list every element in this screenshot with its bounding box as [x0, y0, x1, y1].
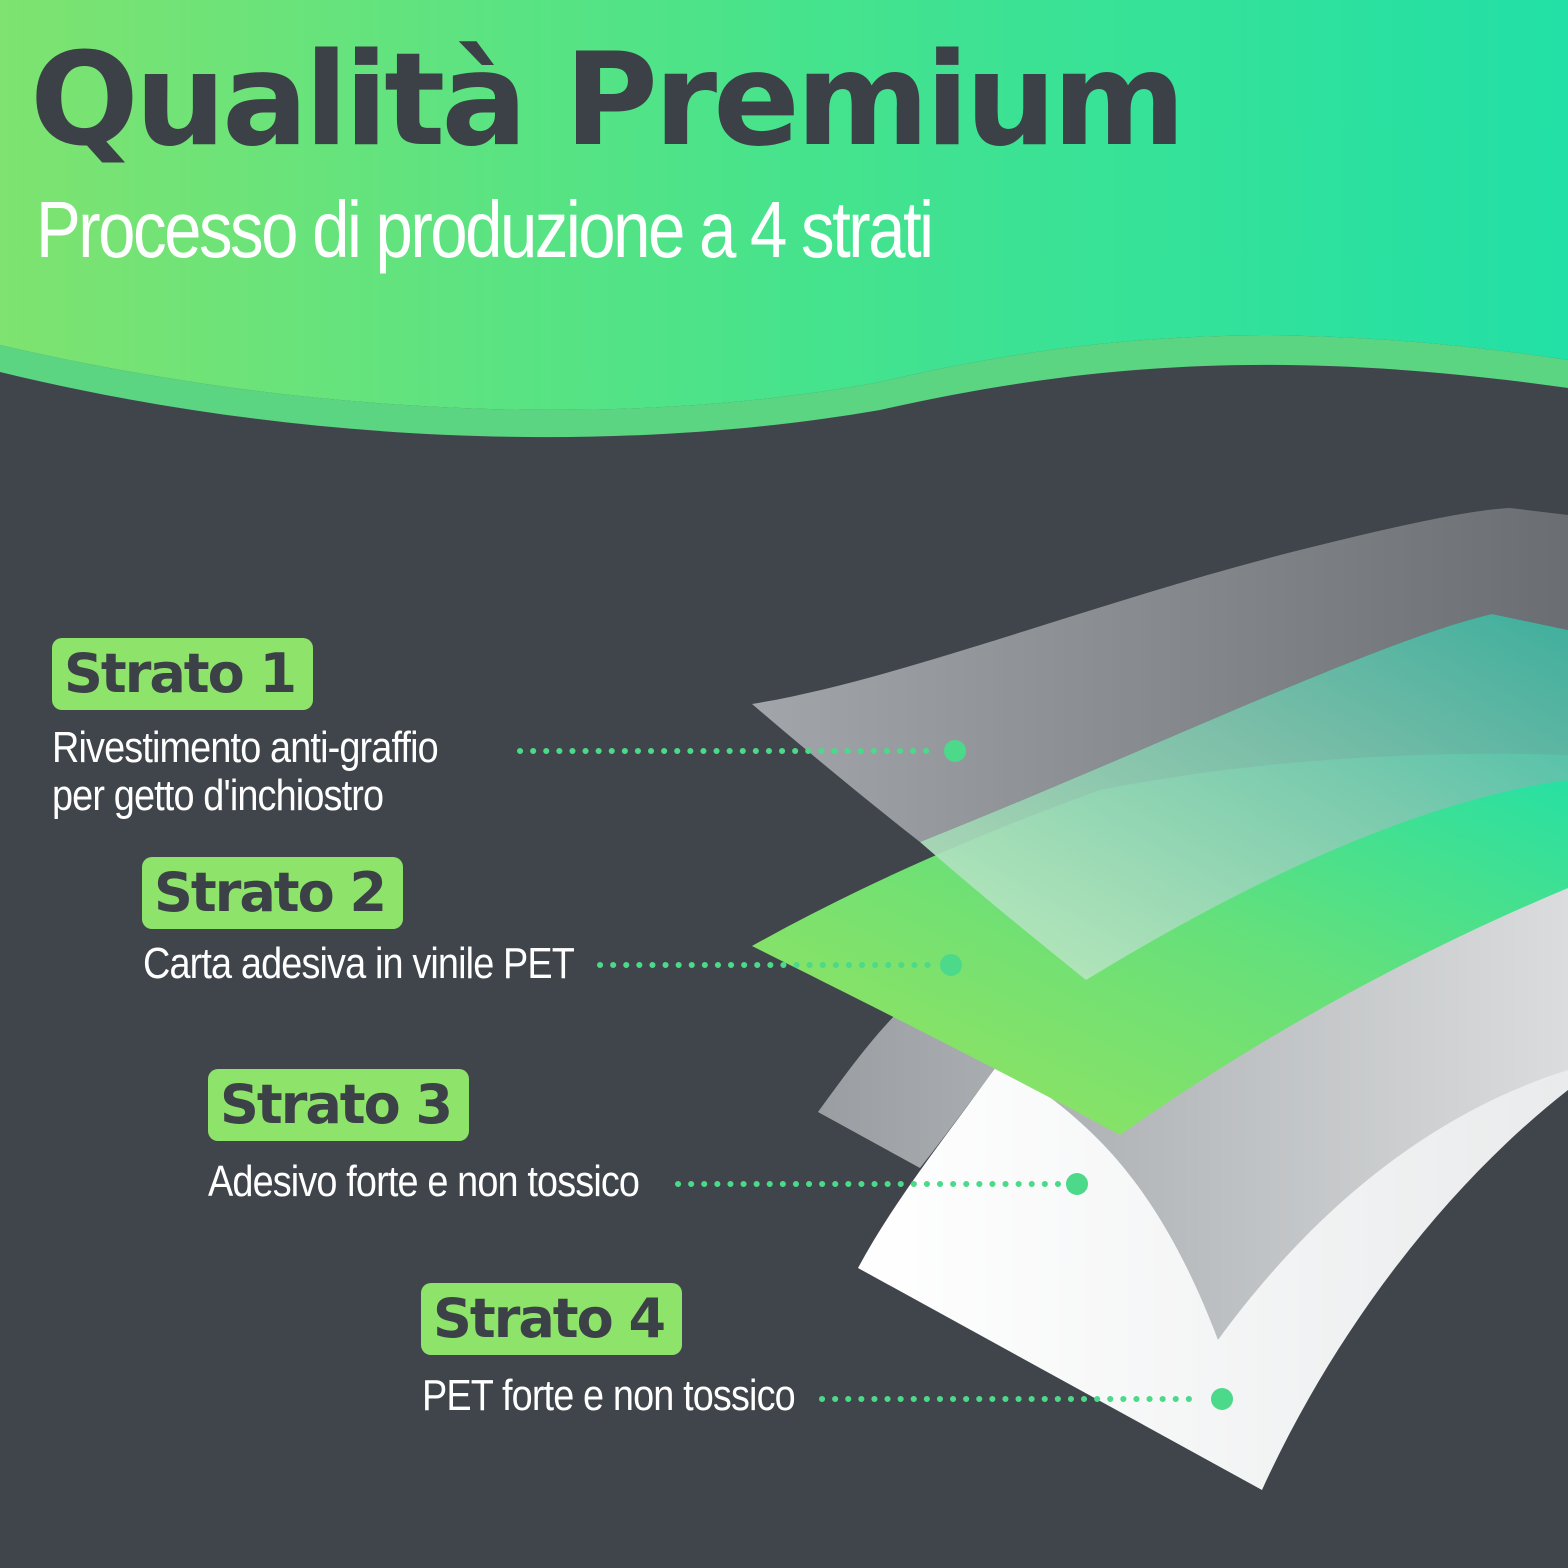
- layer-3-badge: Strato 3: [208, 1069, 470, 1141]
- layer-2-description: Carta adesiva in vinile PET: [143, 939, 575, 988]
- layer-4-badge: Strato 4: [421, 1283, 683, 1355]
- layer-2-description-line-1: Carta adesiva in vinile PET: [143, 939, 575, 988]
- leader-lines: [517, 740, 1233, 1410]
- layer-3-description-line-1: Adesivo forte e non tossico: [208, 1157, 640, 1206]
- header-band: [0, 0, 1568, 438]
- layer-3-description: Adesivo forte e non tossico: [208, 1157, 640, 1206]
- layer-4-description-line-1: PET forte e non tossico: [422, 1371, 796, 1420]
- layer-1-description: Rivestimento anti-graffio per getto d'in…: [52, 723, 439, 820]
- page-title: Qualità Premium: [30, 26, 1186, 175]
- layer-1-description-line-1: Rivestimento anti-graffio: [52, 723, 439, 772]
- layer-4-description: PET forte e non tossico: [422, 1371, 796, 1420]
- sheet-layer-1-window: [920, 614, 1568, 980]
- layer-2-badge: Strato 2: [142, 857, 404, 929]
- layer-1-description-line-2: per getto d'inchiostro: [52, 771, 384, 820]
- page-subtitle: Processo di produzione a 4 strati: [36, 185, 934, 274]
- layer-1-badge: Strato 1: [52, 638, 314, 710]
